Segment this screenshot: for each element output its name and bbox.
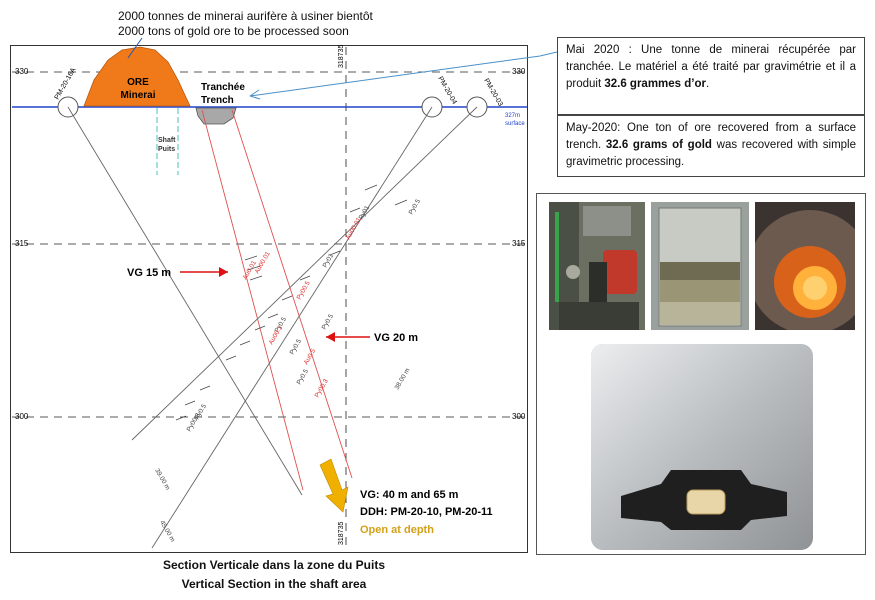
surface-label-elevation: 327m [505,113,520,119]
gravity-concentrate-jar-photo [651,202,749,330]
planned-trace-pm-20-10 [201,109,304,491]
shaft-label-en: Shaft [158,137,176,144]
vg-20m-label: VG 20 m [374,332,418,344]
note-en-gold-amount: 32.6 grams of gold [605,139,712,151]
photo-panel [536,193,866,555]
furnace-melt-photo [755,202,855,330]
ore-label-fr: Minerai [120,90,155,101]
caption-french: 2000 tonnes de minerai aurifère à usiner… [118,9,373,23]
caption-pointer [127,37,143,59]
assay-label: Py0.5 [321,313,336,331]
assay-label: Py0.5 [289,338,304,356]
depth-label-45m: 45.00 m [158,520,176,544]
assay-label: Au00.1 [268,324,285,346]
northing-label-top: 318735 [338,45,345,68]
vg-20m-arrowhead [326,332,335,342]
assay-label: Py00.3 [186,412,202,433]
callout-arrowhead [249,89,261,100]
vertical-section-frame [10,45,528,553]
note-fr-gold-amount: 32.6 grammes d’or [604,78,706,90]
note-fr-suffix: . [706,78,710,90]
elevation-label-300-right: 300 [512,412,526,421]
section-title-english: Vertical Section in the shaft area [181,577,367,591]
callout-line [249,51,558,97]
drill-trace-pm-20-16a [67,106,303,496]
elevation-label-315-left: 315 [15,239,29,248]
assay-label: Py00.3 [314,378,330,399]
caption-english: 2000 tons of gold ore to be processed so… [118,24,349,38]
vg-15m-arrowhead [219,267,228,277]
trench-fill [195,107,237,125]
elevation-label-300-left: 300 [15,412,29,421]
note-en-suffix: was recovered with simple gravimetric pr… [566,139,857,168]
trench-label-fr: Tranchée [201,82,245,93]
assay-label: Py00.5 [296,280,312,301]
note-box-french: Mai 2020 : Une tonne de minerai récupéré… [557,37,865,115]
open-at-depth-label: Open at depth [360,524,434,536]
ore-label-en: ORE [127,77,149,88]
gold-button-in-mould-photo [591,344,813,550]
ore-pile [83,46,191,107]
assay-label: Py0.5 [408,198,423,216]
assay-label: Au00.01 [345,216,363,241]
depth-label-38m: 38.00 m [394,367,412,391]
assay-ticks [175,184,408,421]
elevation-label-315-right: 315 [512,239,526,248]
target-ddh-label: DDH: PM-20-10, PM-20-11 [360,506,493,518]
depth-label-39m: 39.00 m [153,468,171,492]
note-fr-text: Mai 2020 : Une tonne de minerai récupéré… [566,44,856,90]
processing-equipment-photo [549,202,645,330]
planned-trace-pm-20-11 [231,109,353,479]
assay-labels: Py01 Py0.5 Au00.01 Py01 Au0.01 Au00.01 P… [186,198,423,433]
shaft-label-fr: Puits [158,146,175,153]
trench-label-en: Trench [201,95,234,106]
target-vg-label: VG: 40 m and 65 m [360,489,459,501]
note-box-english: May-2020: One ton of ore recovered from … [557,115,865,177]
drill-trace-pm-20-03 [131,106,478,441]
assay-label: Py0.5 [296,368,311,386]
note-en-text: May-2020: One ton of ore recovered from … [566,122,856,151]
vg-15m-label: VG 15 m [127,267,171,279]
drill-trace-pm-20-04 [151,106,433,549]
northing-label-bottom: 318735 [338,522,345,545]
section-title-french: Section Verticale dans la zone du Puits [162,558,386,572]
assay-label: Au0.5 [303,347,318,366]
elevation-label-330-left: 330 [15,67,29,76]
open-at-depth-arrow [319,458,349,513]
elevation-label-330-right: 330 [512,67,526,76]
surface-label-text: surface [505,121,525,127]
